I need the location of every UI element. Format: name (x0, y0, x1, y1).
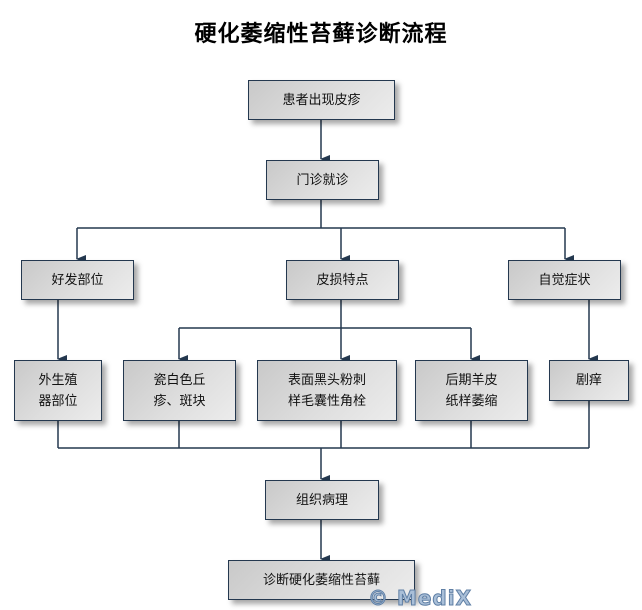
watermark-logo: © MediX (367, 586, 473, 610)
node-clinic[interactable]: 门诊就诊 (266, 160, 379, 200)
node-porcelain[interactable]: 瓷白色丘 疹、斑块 (123, 360, 236, 421)
node-diagnosis[interactable]: 诊断硬化萎缩性苔藓 (228, 560, 415, 600)
node-parchment[interactable]: 后期羊皮 纸样萎缩 (415, 360, 528, 421)
node-symptom[interactable]: 自觉症状 (508, 260, 621, 300)
node-genital[interactable]: 外生殖 器部位 (14, 360, 102, 421)
node-pathology[interactable]: 组织病理 (265, 480, 379, 520)
diagram-title: 硬化萎缩性苔藓诊断流程 (194, 22, 448, 47)
node-site[interactable]: 好发部位 (21, 260, 134, 300)
node-itch[interactable]: 剧痒 (549, 360, 629, 401)
node-comedo[interactable]: 表面黑头粉刺 样毛囊性角栓 (257, 360, 397, 421)
node-rash[interactable]: 患者出现皮疹 (248, 80, 395, 120)
node-lesion[interactable]: 皮损特点 (286, 260, 399, 300)
